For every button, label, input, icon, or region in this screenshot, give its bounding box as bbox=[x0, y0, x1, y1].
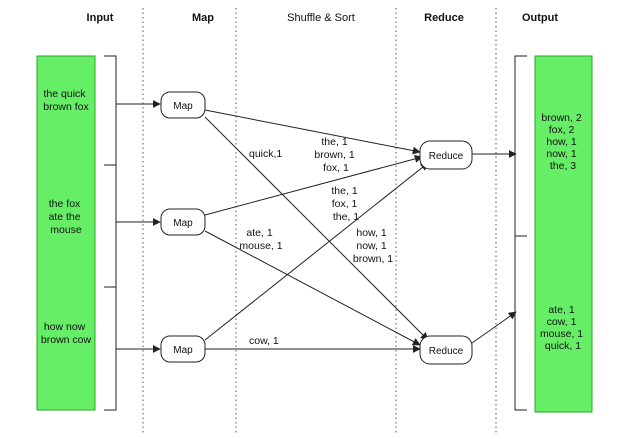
output-partition-1-line-1: brown, 2 bbox=[541, 112, 581, 124]
input-split-1-line-2: brown fox bbox=[43, 101, 89, 113]
output-partition-1-line-3: how, 1 bbox=[546, 136, 577, 148]
edge-reduce2-output bbox=[471, 311, 517, 344]
reduce-node-2: Reduce bbox=[419, 335, 473, 365]
label-map3-reduce2-line-1: cow, 1 bbox=[249, 335, 279, 347]
edge-map3-reduce1 bbox=[204, 162, 429, 341]
edge-map1-reduce2 bbox=[204, 116, 429, 341]
output-partition-2-line-3: mouse, 1 bbox=[540, 328, 583, 340]
edge-map2-reduce2 bbox=[204, 230, 421, 346]
map-node-2-label: Map bbox=[173, 218, 193, 229]
input-split-2-line-1: the fox bbox=[49, 198, 81, 210]
output-box bbox=[534, 55, 593, 413]
label-map2-reduce2: ate, 1 mouse, 1 bbox=[239, 227, 282, 252]
input-split-2-line-3: mouse bbox=[50, 224, 82, 236]
edge-map2-reduce1 bbox=[204, 154, 423, 216]
column-separators bbox=[142, 8, 497, 435]
map-node-2: Map bbox=[160, 208, 206, 236]
reduce-node-1-shape bbox=[419, 140, 473, 170]
input-split-3: how now brown cow bbox=[41, 321, 92, 346]
input-split-3-line-2: brown cow bbox=[41, 334, 92, 346]
output-partition-1-line-5: the, 3 bbox=[550, 160, 576, 172]
output-partition-2-line-2: cow, 1 bbox=[547, 316, 577, 328]
label-map2-reduce1-line-1: the, 1 bbox=[331, 185, 357, 197]
header-input: Input bbox=[87, 12, 114, 24]
header-output: Output bbox=[522, 12, 558, 24]
input-split-2: the fox ate the mouse bbox=[48, 198, 83, 236]
output-partition-2: ate, 1 cow, 1 mouse, 1 quick, 1 bbox=[540, 304, 586, 352]
input-to-map-edges bbox=[116, 100, 161, 353]
output-partition-1-line-4: now, 1 bbox=[546, 148, 577, 160]
header-reduce: Reduce bbox=[424, 12, 464, 24]
input-split-3-line-1: how now bbox=[44, 321, 86, 333]
label-map3-reduce1-line-3: brown, 1 bbox=[353, 253, 393, 265]
output-partition-1-line-2: fox, 2 bbox=[549, 124, 575, 136]
output-bracket bbox=[514, 55, 527, 411]
header-map: Map bbox=[192, 12, 214, 24]
label-map2-reduce1: the, 1 fox, 1 the, 1 bbox=[331, 185, 360, 223]
label-map3-reduce2: cow, 1 bbox=[249, 335, 279, 347]
edge-map1-reduce1 bbox=[204, 109, 421, 155]
map-node-1-label: Map bbox=[173, 101, 193, 112]
input-box bbox=[36, 55, 96, 411]
input-split-1-line-1: the quick bbox=[44, 88, 87, 100]
map-node-3-shape bbox=[160, 335, 206, 363]
label-map2-reduce2-line-1: ate, 1 bbox=[246, 227, 272, 239]
label-map1-reduce1-line-1: the, 1 bbox=[321, 136, 347, 148]
label-map3-reduce1-line-2: now, 1 bbox=[356, 240, 387, 252]
map-node-1: Map bbox=[160, 91, 206, 119]
label-map3-reduce1-line-1: how, 1 bbox=[356, 227, 387, 239]
label-map1-reduce1-line-3: fox, 1 bbox=[323, 162, 349, 174]
label-map3-reduce1: how, 1 now, 1 brown, 1 bbox=[353, 227, 393, 265]
input-bracket bbox=[104, 55, 117, 411]
output-partition-2-line-4: quick, 1 bbox=[545, 340, 581, 352]
reduce-node-1: Reduce bbox=[419, 140, 473, 170]
output-partition-1: brown, 2 fox, 2 how, 1 now, 1 the, 3 bbox=[541, 112, 584, 172]
edge-labels: the, 1 brown, 1 fox, 1 quick,1 the, 1 fo… bbox=[239, 136, 393, 347]
output-partitions: brown, 2 fox, 2 how, 1 now, 1 the, 3 ate… bbox=[540, 112, 586, 352]
label-map2-reduce2-line-2: mouse, 1 bbox=[239, 240, 282, 252]
label-map1-reduce2-line-1: quick,1 bbox=[249, 148, 282, 160]
map-node-2-shape bbox=[160, 208, 206, 236]
reduce-node-2-shape bbox=[419, 335, 473, 365]
label-map1-reduce1: the, 1 brown, 1 fox, 1 bbox=[314, 136, 357, 174]
input-split-1: the quick brown fox bbox=[43, 88, 89, 113]
header-shuffle-sort: Shuffle & Sort bbox=[287, 12, 355, 24]
label-map2-reduce1-line-2: fox, 1 bbox=[332, 198, 358, 210]
label-map2-reduce1-line-3: the, 1 bbox=[333, 211, 359, 223]
map-node-1-shape bbox=[160, 91, 206, 119]
input-split-2-line-2: ate the bbox=[48, 211, 80, 223]
map-node-3-label: Map bbox=[173, 345, 193, 356]
column-headers: Input Map Shuffle & Sort Reduce Output bbox=[87, 12, 559, 24]
input-splits: the quick brown fox the fox ate the mous… bbox=[41, 88, 92, 346]
label-map1-reduce1-line-2: brown, 1 bbox=[314, 149, 354, 161]
map-node-3: Map bbox=[160, 335, 206, 363]
map-to-reduce-edges bbox=[204, 109, 429, 353]
reduce-to-output-edges bbox=[471, 150, 517, 344]
reduce-node-1-label: Reduce bbox=[429, 151, 464, 162]
output-partition-2-line-1: ate, 1 bbox=[548, 304, 574, 316]
reduce-node-2-label: Reduce bbox=[429, 346, 464, 357]
label-map1-reduce2: quick,1 bbox=[249, 148, 282, 160]
